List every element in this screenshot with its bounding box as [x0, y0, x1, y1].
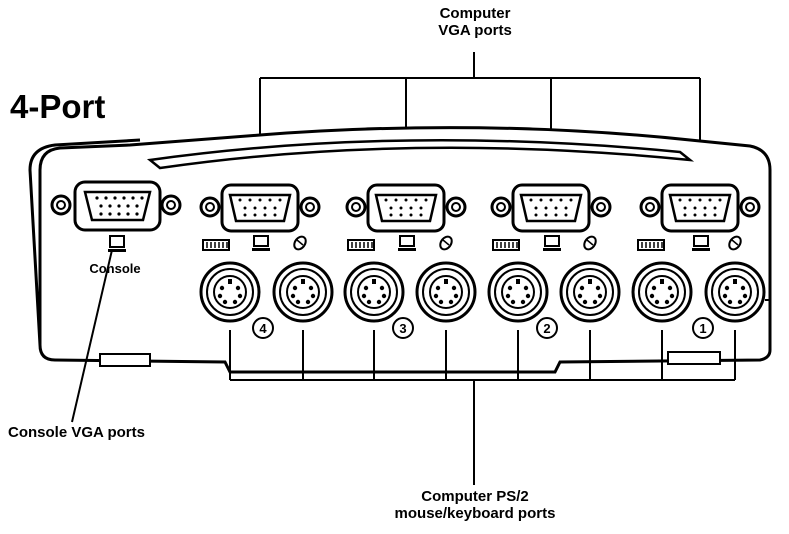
- ps2-port: [704, 261, 766, 323]
- computer-ps2-leader: [229, 330, 736, 485]
- computer-vga-callout: Computer VGA ports: [400, 5, 550, 40]
- keyboard-icon: [637, 239, 665, 251]
- port-number-3: 3: [399, 321, 406, 336]
- mouse-icon: [293, 235, 307, 251]
- diagram-title: 4-Port: [10, 88, 106, 125]
- mouse-icon: [583, 235, 597, 251]
- computer-ps2-callout: Computer PS/2 mouse/keyboard ports: [360, 488, 590, 523]
- mouse-icon: [439, 235, 453, 251]
- keyboard-icon: [347, 239, 375, 251]
- console-vga-leader: [71, 249, 113, 423]
- computer-ps2-callout-line1: Computer PS/2: [421, 488, 529, 505]
- ps2-port: [199, 261, 261, 323]
- port-group-icons-4: [202, 235, 307, 251]
- keyboard-icon: [202, 239, 230, 251]
- computer-vga-port-4: [199, 183, 321, 233]
- port-number-badges: 4 3 2 1: [252, 317, 714, 339]
- port-badge-4: 4: [252, 317, 274, 339]
- computer-vga-callout-line2: VGA ports: [438, 22, 512, 40]
- mouse-icon: [728, 235, 742, 251]
- computer-vga-port-2: [490, 183, 612, 233]
- console-monitor-icon: [108, 235, 126, 252]
- monitor-icon: [692, 235, 710, 251]
- monitor-icon: [543, 235, 561, 251]
- keyboard-icon: [492, 239, 520, 251]
- ps2-port: [631, 261, 693, 323]
- ps2-port: [487, 261, 549, 323]
- port-group-icons-2: [492, 235, 597, 251]
- port-number-2: 2: [543, 321, 550, 336]
- ps2-port: [272, 261, 334, 323]
- port-badge-3: 3: [392, 317, 414, 339]
- monitor-icon: [252, 235, 270, 251]
- port-number-4: 4: [259, 321, 267, 336]
- monitor-icon: [398, 235, 416, 251]
- console-vga-port: [50, 180, 182, 232]
- port-group-icons-1: [637, 235, 742, 251]
- port-number-1: 1: [699, 321, 706, 336]
- computer-ps2-callout-line2: mouse/keyboard ports: [394, 505, 556, 523]
- ps2-port: [415, 261, 477, 323]
- ps2-port: [343, 261, 405, 323]
- port-group-icons-3: [347, 235, 453, 251]
- computer-vga-callout-line1: Computer: [439, 5, 511, 22]
- port-badge-1: 1: [692, 317, 714, 339]
- computer-vga-port-3: [345, 183, 467, 233]
- console-vga-callout: Console VGA ports: [8, 424, 145, 441]
- ps2-port: [559, 261, 621, 323]
- port-badge-2: 2: [536, 317, 558, 339]
- computer-vga-port-1: [639, 183, 761, 233]
- console-label: Console: [89, 261, 140, 276]
